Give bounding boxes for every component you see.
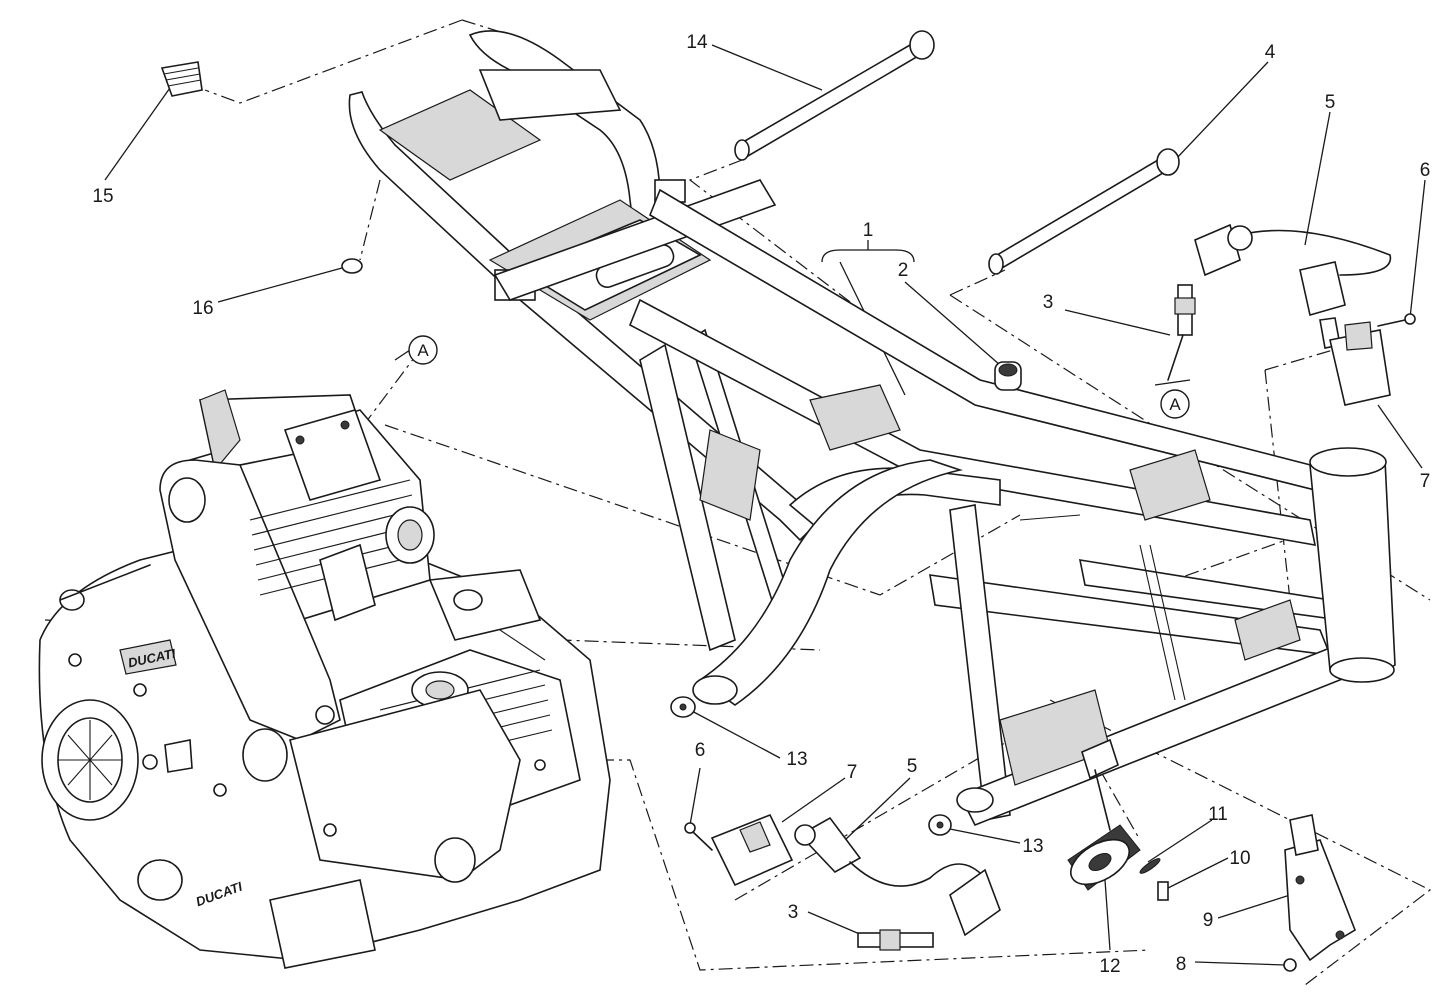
callout-14: 14 xyxy=(686,32,708,53)
callout-7-upper: 7 xyxy=(1420,471,1431,492)
spacer-2 xyxy=(994,361,1022,391)
engine-assembly: DUCATI DUCATI xyxy=(38,389,611,969)
callout-9: 9 xyxy=(1203,910,1214,931)
callout-7-lower: 7 xyxy=(847,762,858,783)
callout-12: 12 xyxy=(1099,956,1120,977)
screw-8 xyxy=(1283,958,1297,972)
washer-11 xyxy=(1139,858,1161,874)
screw-upper xyxy=(1377,313,1416,327)
callout-8: 8 xyxy=(1176,954,1187,975)
grommet-16 xyxy=(341,258,363,274)
ignition-cable-lower xyxy=(794,816,1001,937)
callout-10: 10 xyxy=(1229,848,1250,869)
reference-marker-a-plug: A xyxy=(1160,389,1190,419)
callout-6-lower: 6 xyxy=(695,740,706,761)
horn-12 xyxy=(1067,738,1141,891)
ignition-coil-lower xyxy=(710,813,794,887)
svg-text:A: A xyxy=(1169,395,1181,414)
spark-plug-lower xyxy=(857,929,934,951)
callout-1: 1 xyxy=(863,220,874,241)
callout-6-upper: 6 xyxy=(1420,160,1431,181)
callout-13-right: 13 xyxy=(1022,836,1043,857)
callout-4: 4 xyxy=(1265,42,1276,63)
callout-2: 2 xyxy=(898,260,909,281)
callout-11: 11 xyxy=(1208,804,1228,825)
callout-labels: 1 2 3 4 5 6 7 14 15 16 6 13 7 5 13 3 11 … xyxy=(92,32,1430,977)
callout-13-left: 13 xyxy=(786,749,807,770)
callout-3-upper: 3 xyxy=(1043,292,1054,313)
rubber-bumper-15 xyxy=(160,61,203,97)
long-bolt-4 xyxy=(988,148,1180,275)
horn-bracket-9 xyxy=(1284,814,1356,962)
reference-marker-a-top: A xyxy=(408,335,438,365)
svg-text:A: A xyxy=(417,341,429,360)
screw-10 xyxy=(1157,881,1169,901)
screw-lower xyxy=(684,822,713,851)
callout-5-upper: 5 xyxy=(1325,92,1336,113)
callout-5-lower: 5 xyxy=(907,756,918,777)
nut-13-left xyxy=(670,696,696,718)
callout-16: 16 xyxy=(192,298,213,319)
motorcycle-frame xyxy=(348,30,1396,827)
ignition-coil-upper xyxy=(1329,321,1391,406)
long-bolt-14 xyxy=(734,30,935,161)
leader-lines xyxy=(104,44,1426,966)
callout-3-lower: 3 xyxy=(788,902,799,923)
spark-plug-upper xyxy=(1167,284,1196,381)
callout-15: 15 xyxy=(92,186,113,207)
nut-13-right xyxy=(928,814,952,836)
